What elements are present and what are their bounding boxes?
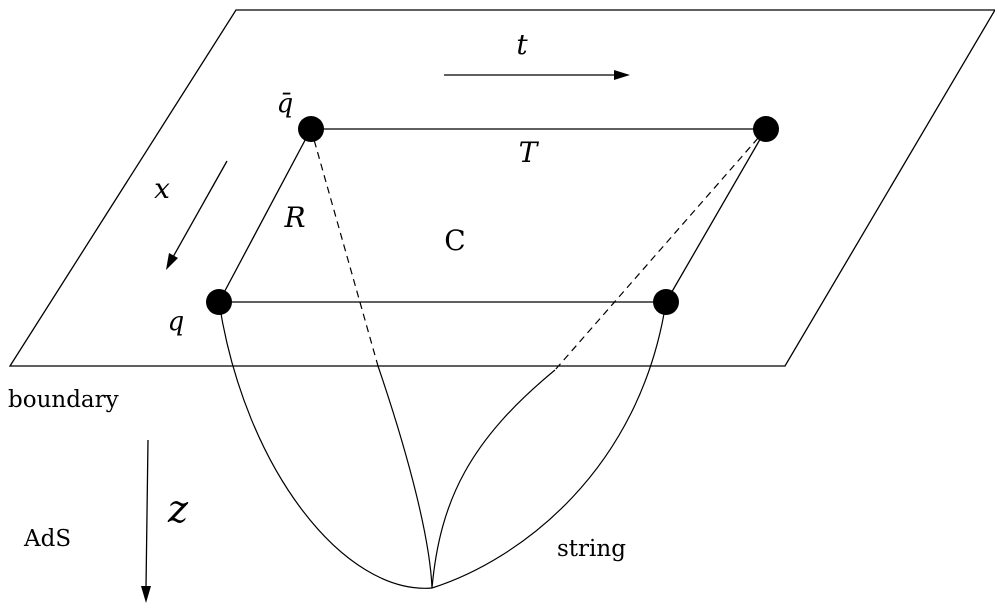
string-curve-inner-left — [377, 365, 433, 589]
z-label: z — [167, 487, 189, 531]
string-curve-inner-right — [431, 369, 556, 589]
string-dashed-left — [310, 128, 379, 367]
q-label: q — [168, 307, 185, 337]
x-label: x — [154, 172, 170, 205]
string-dashed-right — [554, 128, 767, 371]
q-dot — [206, 289, 232, 315]
x-arrow — [166, 160, 228, 270]
boundary-label: boundary — [8, 387, 119, 413]
loop-edge-left — [218, 128, 312, 303]
t-arrow — [444, 70, 630, 80]
q-bar-label: q̄ — [277, 89, 294, 119]
C-label: C — [444, 224, 465, 257]
R-label: R — [283, 201, 305, 234]
endpoint-dot-top-right — [753, 116, 779, 142]
string-curve-outer-right — [431, 301, 667, 589]
endpoint-dot-bottom-right — [653, 289, 679, 315]
AdS-label: AdS — [23, 526, 71, 552]
string-curve-outer-left — [218, 301, 433, 589]
z-arrow — [141, 439, 151, 603]
T-label: T — [519, 136, 540, 169]
boundary-plane — [8, 9, 995, 367]
string-label: string — [557, 536, 626, 562]
q-bar-dot — [298, 116, 324, 142]
loop-edge-right — [665, 128, 767, 303]
t-label: t — [516, 28, 528, 61]
